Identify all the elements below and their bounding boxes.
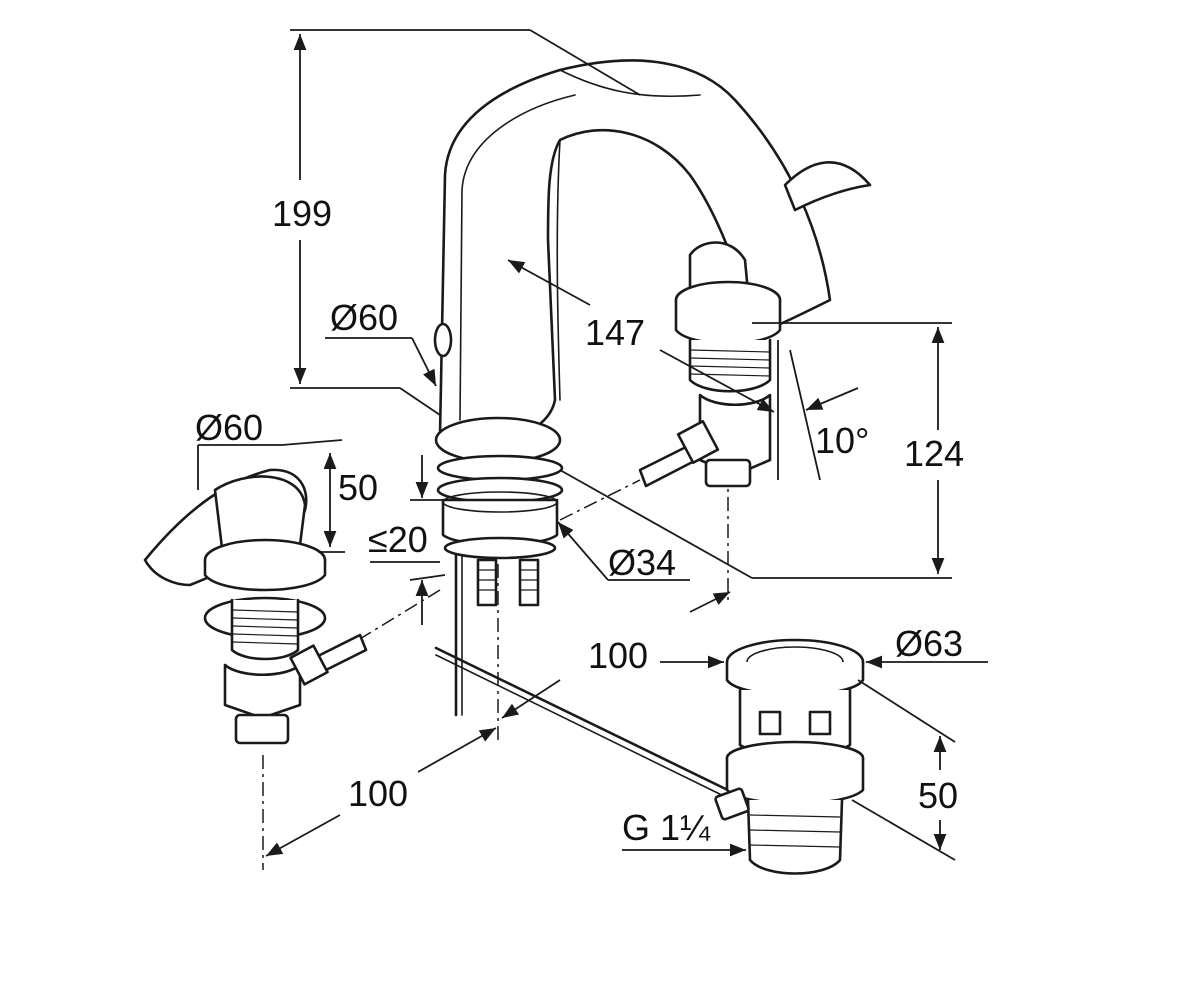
drain-slot-2 — [808, 710, 832, 736]
drain-threads — [749, 814, 841, 848]
hose-axis-right — [559, 479, 641, 521]
drain-rod-fitting — [714, 787, 750, 821]
shank-nut — [443, 536, 557, 560]
valve-elbow — [698, 393, 772, 477]
popup-rod-2 — [435, 654, 737, 803]
spout-inner-line-2 — [556, 139, 561, 401]
ext-drain-50-bottom — [851, 799, 956, 861]
shank-ring-1 — [436, 454, 564, 482]
leader-handle-d60-ext — [281, 439, 343, 446]
label-drain-top-diameter: Ø63 — [895, 623, 963, 664]
label-spout-reach: 147 — [585, 312, 645, 353]
label-handle-base-diameter: Ø60 — [195, 407, 263, 448]
label-spacing-back: 100 — [588, 635, 648, 676]
spout-body — [438, 59, 832, 442]
drain-slot-1 — [758, 710, 782, 736]
dim-100-front-right — [417, 727, 497, 773]
handle-threads — [231, 609, 299, 645]
right-valve — [638, 280, 782, 488]
label-drain-thread: G 1¼ — [622, 807, 711, 848]
dim-100-back-left — [501, 679, 561, 719]
angle-10-ref — [789, 349, 821, 481]
handle-thread-body — [230, 598, 300, 661]
spout-hose-b — [518, 558, 540, 607]
label-deck-thickness: ≤20 — [368, 519, 428, 560]
spout-shank — [436, 454, 564, 717]
handle-hose-fitting — [289, 644, 329, 686]
label-spacing-front: 100 — [348, 773, 408, 814]
drain-tailpiece — [746, 798, 844, 875]
handle-elbow — [223, 663, 302, 720]
spout — [433, 59, 872, 464]
ext-drain-50-top — [857, 679, 956, 743]
ext-deck-bottom — [409, 574, 446, 581]
dim-100-front-left — [265, 814, 341, 857]
drain-nut-body — [725, 756, 865, 805]
ext-199-slope — [529, 29, 641, 96]
spout-hose-a — [476, 558, 498, 607]
leader-d34-arrow — [557, 521, 609, 581]
label-height-total: 199 — [272, 193, 332, 234]
ext-199-bottom-slope — [399, 387, 441, 416]
spout-lever — [783, 161, 872, 212]
label-spout-angle: 10° — [815, 420, 869, 461]
left-handle-valve — [143, 468, 368, 745]
leader-spout-d60-arrow — [411, 337, 437, 387]
label-outlet-height: 124 — [904, 433, 964, 474]
dim-147-right — [659, 349, 775, 413]
drain — [714, 638, 865, 875]
label-handle-height: 50 — [338, 467, 378, 508]
angle-10-arrow — [805, 387, 859, 411]
dim-147-left — [507, 259, 591, 306]
label-hole-diameter: Ø34 — [608, 542, 676, 583]
hose-threads — [478, 569, 538, 591]
valve-thread-body — [688, 338, 772, 393]
shank-ring-2 — [436, 476, 564, 504]
valve-collar — [674, 298, 782, 345]
label-drain-height: 50 — [918, 775, 958, 816]
spout-side-knob — [433, 322, 453, 358]
valve-hose-fitting — [676, 420, 720, 464]
spout-inner-line — [459, 94, 576, 421]
dimension-labels: 199 147 Ø60 Ø60 50 ≤20 Ø34 10° 124 100 1… — [195, 193, 964, 848]
dim-100-back-right — [689, 591, 731, 613]
shank-washer-top — [442, 491, 558, 513]
handle-nut — [234, 713, 290, 745]
spout-top-edge — [559, 69, 701, 98]
label-spout-base-diameter: Ø60 — [330, 297, 398, 338]
popup-rod — [434, 646, 740, 797]
dimension-lines — [197, 29, 988, 861]
handle-base-rim — [203, 558, 327, 592]
valve-nut — [704, 458, 752, 488]
ext-124-slope — [559, 469, 753, 579]
